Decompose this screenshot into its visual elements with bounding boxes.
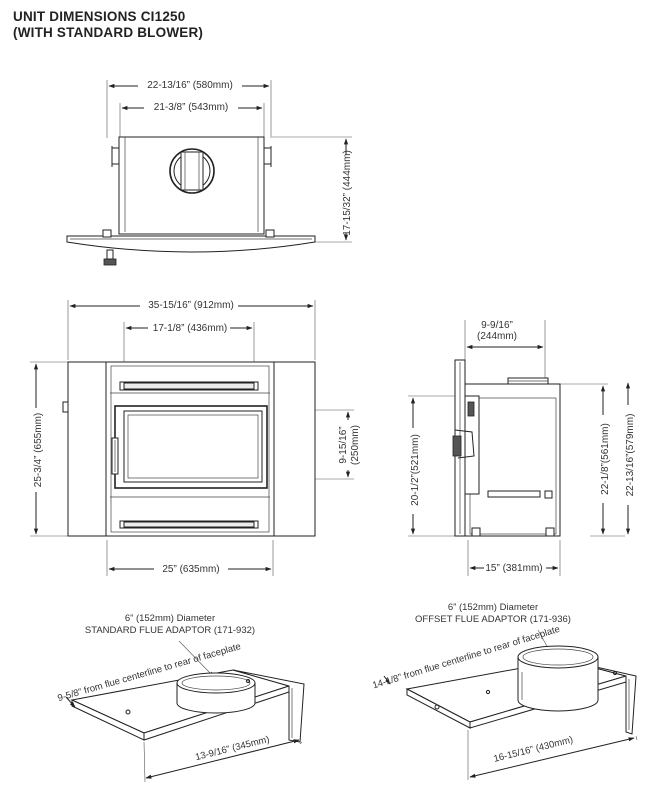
standard-adaptor-diameter-label: 6” (152mm) Diameter (125, 613, 215, 624)
top-view: 22-13/16” (580mm) 21-3/8” (543mm) 17-15/… (66, 77, 354, 266)
top-inner-width-label: 21-3/8” (543mm) (154, 102, 228, 113)
front-base-width-label: 25” (635mm) (162, 564, 219, 575)
side-setback-label-b: (244mm) (477, 331, 517, 342)
top-depth-label: 17-15/32” (444mm) (342, 150, 353, 236)
front-overall-height-label: 25-3/4” (655mm) (33, 413, 44, 487)
top-outer-width-label: 22-13/16” (580mm) (147, 80, 233, 91)
side-height-short-label: 20-1/2”(521mm) (410, 434, 421, 506)
side-height-full-label: 22-13/16”(579mm) (625, 414, 636, 497)
front-window-height-label-b: (250mm) (350, 425, 361, 465)
standard-adaptor-length-label: 13-9/16” (345mm) (194, 734, 270, 763)
side-height-mid-label: 22-1/8”(561mm) (600, 423, 611, 495)
side-view: 9-9/16” (244mm) 20-1/2”(521mm) 22-1/8”(5… (408, 320, 636, 576)
front-opening-width-label: 17-1/8” (436mm) (153, 323, 227, 334)
offset-adaptor-diameter-label: 6” (152mm) Diameter (448, 602, 538, 613)
standard-adaptor-name-label: STANDARD FLUE ADAPTOR (171-932) (85, 625, 255, 636)
offset-flue-adaptor: 6” (152mm) Diameter OFFSET FLUE ADAPTOR … (371, 602, 638, 780)
front-view: 35-15/16” (912mm) 17-1/8” (436mm) 25-3/4… (30, 298, 366, 576)
page-subtitle: (WITH STANDARD BLOWER) (13, 25, 204, 40)
standard-flue-adaptor: 6” (152mm) Diameter STANDARD FLUE ADAPTO… (56, 613, 305, 783)
front-overall-width-label: 35-15/16” (912mm) (148, 300, 234, 311)
page-title: UNIT DIMENSIONS CI1250 (13, 9, 186, 24)
offset-adaptor-length-label: 16-15/16” (430mm) (493, 734, 575, 764)
front-window-height-label-a: 9-15/16” (338, 426, 349, 463)
offset-adaptor-name-label: OFFSET FLUE ADAPTOR (171-936) (415, 614, 571, 625)
side-setback-label-a: 9-9/16” (481, 320, 513, 331)
side-depth-label: 15” (381mm) (485, 563, 542, 574)
